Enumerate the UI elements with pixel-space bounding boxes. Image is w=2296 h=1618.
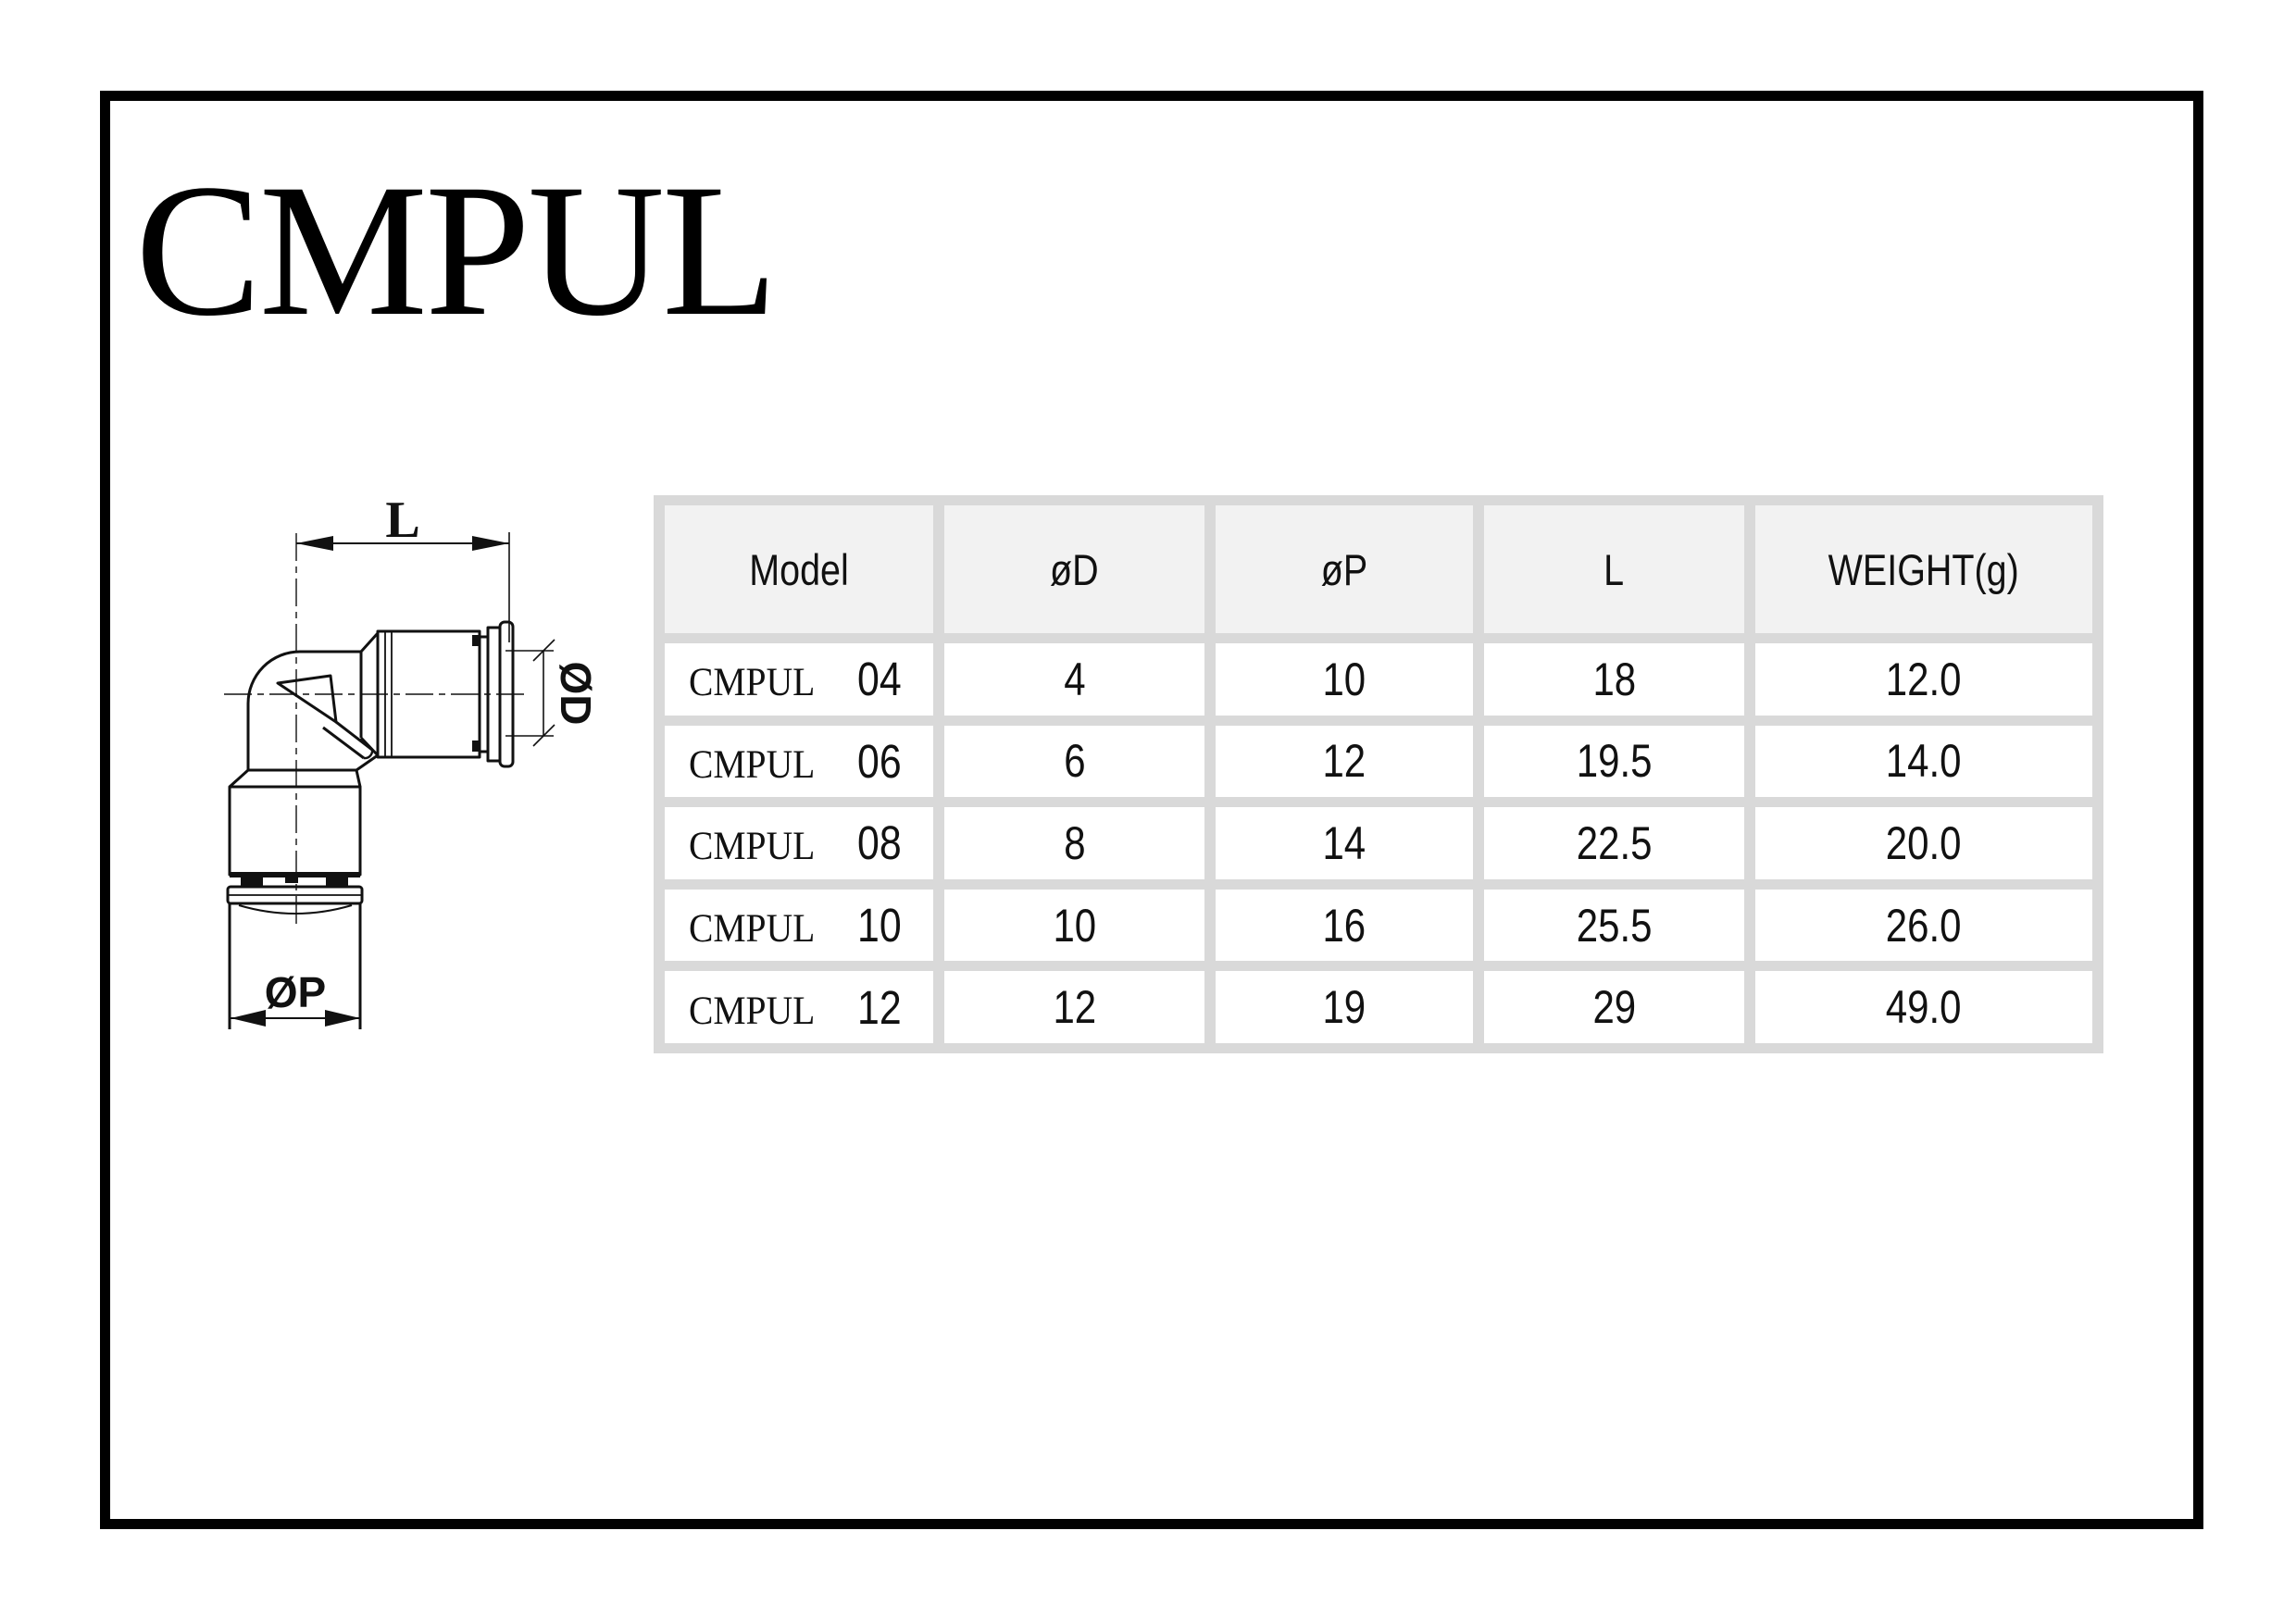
centerlines [224,533,526,926]
d-cell: 10 [944,889,1204,962]
p-cell: 10 [1216,643,1473,716]
fitting-details [241,635,480,886]
column-header-p: øP [1216,505,1473,633]
weight-cell: 26.0 [1755,889,2092,962]
p-cell: 14 [1216,807,1473,879]
column-header-model: Model [665,505,933,633]
d-cell: 8 [944,807,1204,879]
p-cell: 16 [1216,889,1473,962]
dimension-P [231,1010,360,1027]
l-cell: 22.5 [1484,807,1744,879]
l-cell: 18 [1484,643,1744,716]
l-cell: 25.5 [1484,889,1744,962]
fitting-outline [226,620,515,1029]
label-diameter-P: ØP [265,968,326,1016]
weight-cell: 20.0 [1755,807,2092,879]
elbow-fitting-drawing: L ØP ØD [224,492,600,1029]
dimension-L [296,536,509,551]
d-cell: 6 [944,725,1204,798]
label-diameter-D: ØD [552,662,600,726]
l-cell: 19.5 [1484,725,1744,798]
l-cell: 29 [1484,971,1744,1043]
d-cell: 4 [944,643,1204,716]
column-header-weight: WEIGHT(g) [1755,505,2092,633]
weight-cell: 49.0 [1755,971,2092,1043]
header-row: Model øD øP L WEIGHT(g) [665,505,2092,633]
column-header-d: øD [944,505,1204,633]
technical-drawing: L ØP ØD [139,444,648,1074]
d-cell: 12 [944,971,1204,1043]
column-header-l: L [1484,505,1744,633]
p-cell: 12 [1216,725,1473,798]
weight-cell: 12.0 [1755,643,2092,716]
weight-cell: 14.0 [1755,725,2092,798]
page-title: CMPUL [135,145,778,355]
label-L: L [385,492,419,549]
p-cell: 19 [1216,971,1473,1043]
